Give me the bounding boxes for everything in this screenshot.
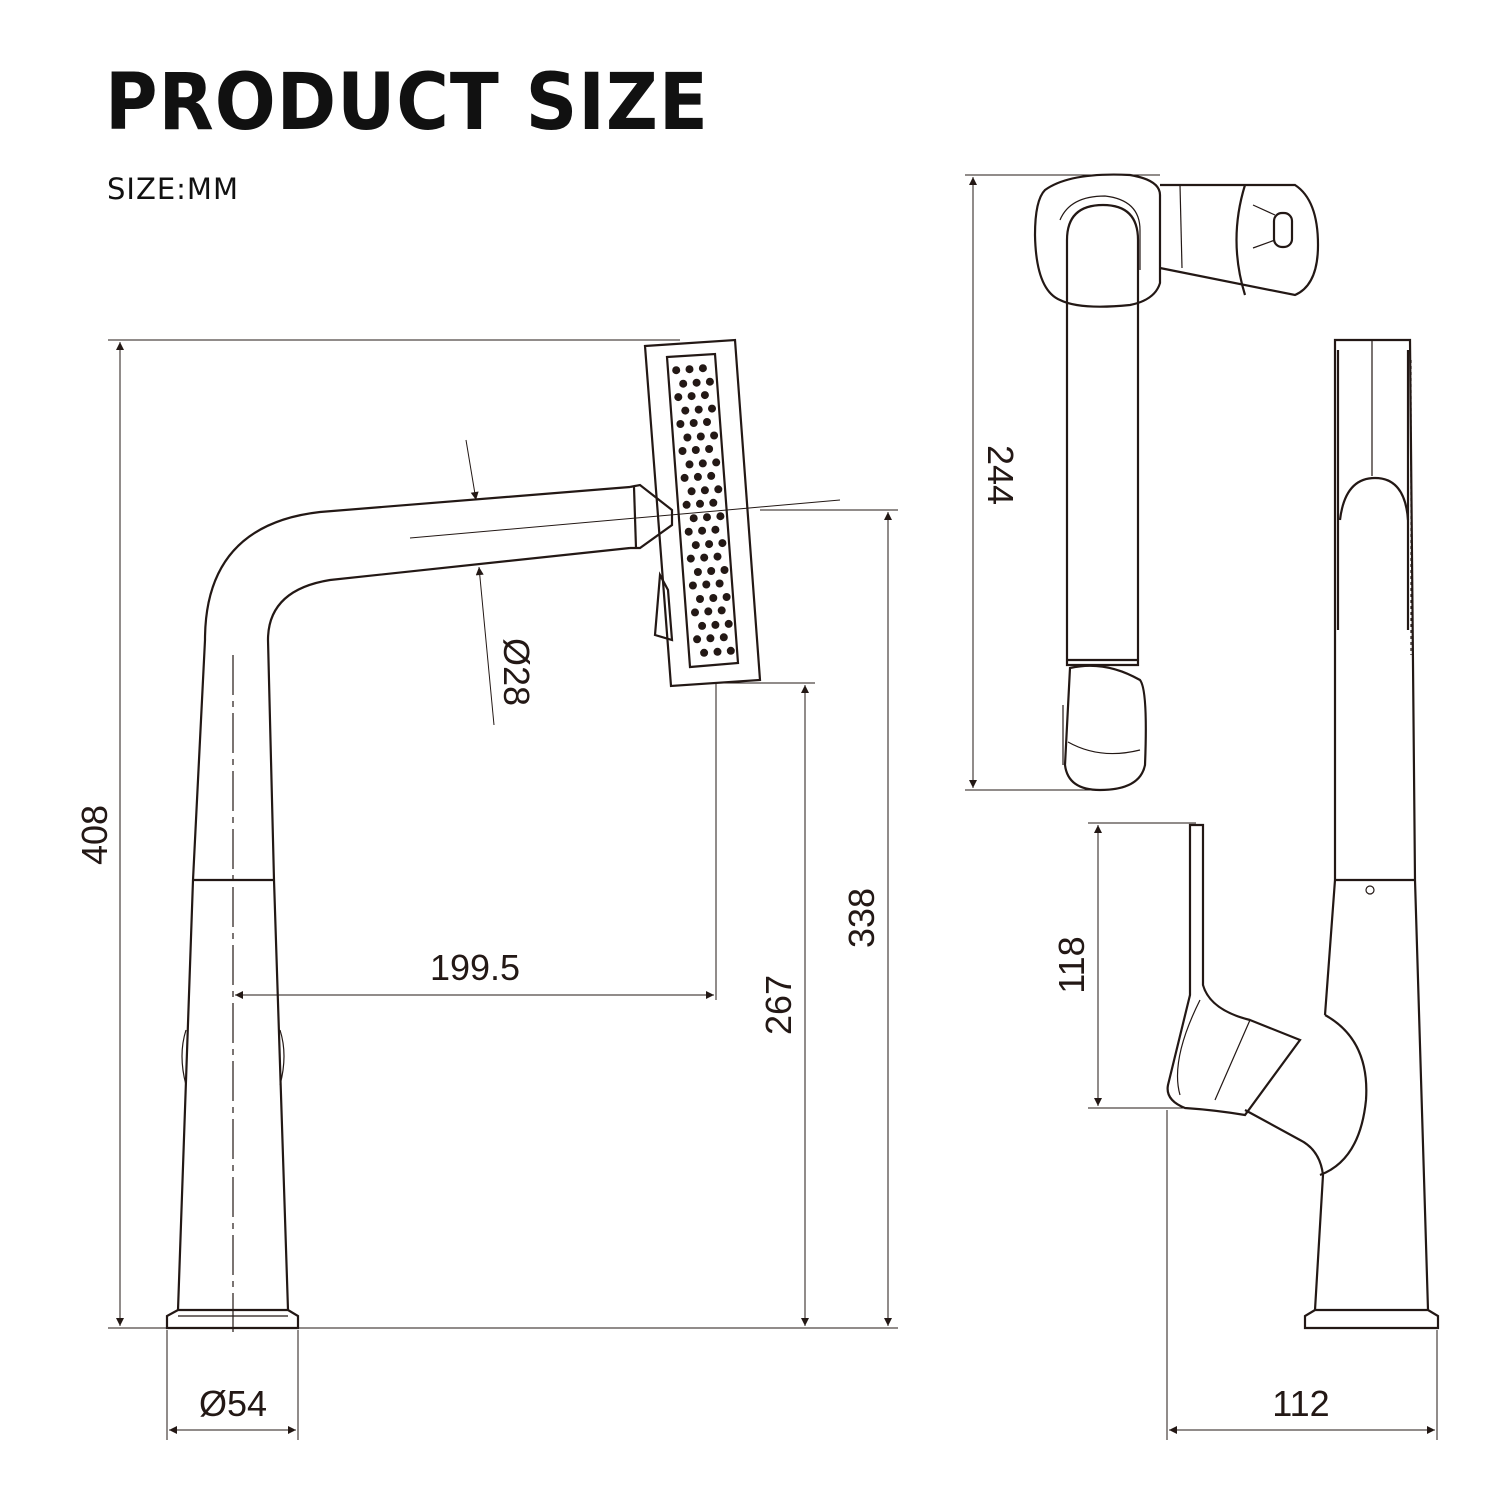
spray-nozzle-dot xyxy=(687,487,696,496)
spray-nozzle-dot xyxy=(713,552,722,561)
side-lever xyxy=(1166,823,1302,1117)
top-spray-head xyxy=(1063,664,1147,792)
aerator-hole xyxy=(1365,885,1375,895)
spray-nozzle-dot xyxy=(672,366,681,375)
dim-28 xyxy=(475,566,495,726)
spray-nozzle-dot xyxy=(703,513,711,522)
spray-nozzle-dot xyxy=(698,459,707,468)
spray-nozzle-dot xyxy=(692,378,701,387)
spray-nozzle-dot xyxy=(718,539,727,548)
spray-nozzle-dot xyxy=(700,553,709,562)
spray-nozzle-dot xyxy=(696,595,704,603)
label-199-5: 199.5 xyxy=(430,947,520,988)
unit-label: SIZE:MM xyxy=(107,172,239,206)
spray-nozzle-dot xyxy=(676,420,685,428)
spray-nozzle-dot xyxy=(704,607,713,616)
spray-nozzle-dot xyxy=(682,500,691,509)
spray-nozzle-dot xyxy=(694,405,703,414)
spray-nozzle-dot xyxy=(705,377,714,386)
spray-nozzle-dot xyxy=(726,646,735,655)
label-244: 244 xyxy=(980,445,1021,505)
spray-nozzle-dot xyxy=(688,581,697,590)
spray-nozzle-dot xyxy=(691,541,700,550)
spray-nozzle-dot xyxy=(686,554,695,563)
page-title: PRODUCT SIZE xyxy=(105,58,709,148)
spray-nozzle-dot xyxy=(708,404,716,413)
spray-nozzle-dot xyxy=(702,580,711,589)
label-267: 267 xyxy=(758,975,799,1035)
spray-nozzle-dot xyxy=(700,648,709,657)
spray-nozzle-dot xyxy=(722,593,731,601)
spray-nozzle-dot xyxy=(685,460,694,469)
label-408: 408 xyxy=(74,805,115,865)
spray-nozzle-dot xyxy=(710,431,719,440)
top-spout xyxy=(1065,203,1140,667)
label-112: 112 xyxy=(1272,1383,1329,1424)
spray-nozzle-dot xyxy=(681,406,690,415)
spray-nozzle-dot xyxy=(687,392,696,401)
spray-nozzle-dot xyxy=(691,446,700,454)
spray-nozzle-dot xyxy=(685,365,694,374)
handle-button xyxy=(1272,211,1294,249)
spray-nozzle-dot xyxy=(715,579,724,588)
spray-nozzle-dot xyxy=(700,391,709,400)
dimension-labels: 408 338 267 199.5 Ø54 Ø28 244 118 112 xyxy=(74,445,1330,1424)
spray-nozzle-dot xyxy=(711,525,720,534)
spray-nozzle-dot xyxy=(717,606,726,615)
label-338: 338 xyxy=(841,888,882,948)
spray-nozzle-dot xyxy=(689,514,698,523)
spray-nozzle-dot xyxy=(698,526,707,535)
spray-nozzle-dot xyxy=(700,486,709,495)
label-28: Ø28 xyxy=(496,638,537,706)
spray-nozzle-dot xyxy=(674,393,683,402)
front-body xyxy=(176,485,631,1311)
spray-nozzle-dot xyxy=(683,433,692,442)
spray-nozzle-dot xyxy=(705,445,714,453)
spray-nozzle-dot xyxy=(679,379,688,388)
spray-nozzle-dot xyxy=(707,471,716,480)
spray-nozzle-dot xyxy=(719,633,728,642)
spray-nozzle-dot xyxy=(712,458,721,467)
spray-nozzle-dot xyxy=(693,472,702,481)
dimension-lines xyxy=(108,174,1438,1440)
spray-nozzle-dot xyxy=(698,364,707,373)
top-view xyxy=(1033,173,1320,792)
spray-button xyxy=(653,571,674,642)
spray-nozzle-dot xyxy=(705,540,714,549)
spray-nozzle-dot xyxy=(703,418,711,426)
spray-neck xyxy=(629,483,674,550)
spray-nozzle-dot xyxy=(684,527,693,536)
spray-nozzle-dot xyxy=(706,634,715,643)
spray-nozzle-dot xyxy=(709,594,718,602)
spray-nozzle-dot xyxy=(696,499,704,508)
spray-nozzle-dot xyxy=(707,567,716,575)
front-view xyxy=(165,338,841,1332)
spray-nozzle-dot xyxy=(689,419,698,427)
spray-head xyxy=(643,338,762,688)
spray-nozzle-dot xyxy=(716,512,725,521)
spray-nozzle-dot xyxy=(693,635,702,644)
side-handle-hub xyxy=(1319,1014,1368,1177)
spray-nozzle-dot xyxy=(711,620,720,629)
side-base xyxy=(1303,1308,1440,1330)
spray-nozzle-dot xyxy=(693,568,702,576)
label-118: 118 xyxy=(1051,936,1092,993)
spray-nozzle-dot xyxy=(698,621,707,630)
top-handle-body xyxy=(1159,183,1320,297)
spray-nozzle-dot xyxy=(713,647,722,656)
top-mount xyxy=(1033,173,1162,308)
spray-nozzle-dot xyxy=(714,485,723,494)
spray-nozzle-dot xyxy=(678,447,687,455)
spray-nozzle-dot xyxy=(709,498,718,507)
spray-nozzle-dot xyxy=(720,566,729,574)
spray-nozzle-dot xyxy=(680,473,689,482)
label-54: Ø54 xyxy=(199,1383,267,1424)
side-view xyxy=(1166,338,1440,1330)
spray-nozzle-dot xyxy=(696,432,705,441)
spray-nozzle-dot xyxy=(691,608,699,617)
spray-nozzle-dot xyxy=(724,619,733,628)
